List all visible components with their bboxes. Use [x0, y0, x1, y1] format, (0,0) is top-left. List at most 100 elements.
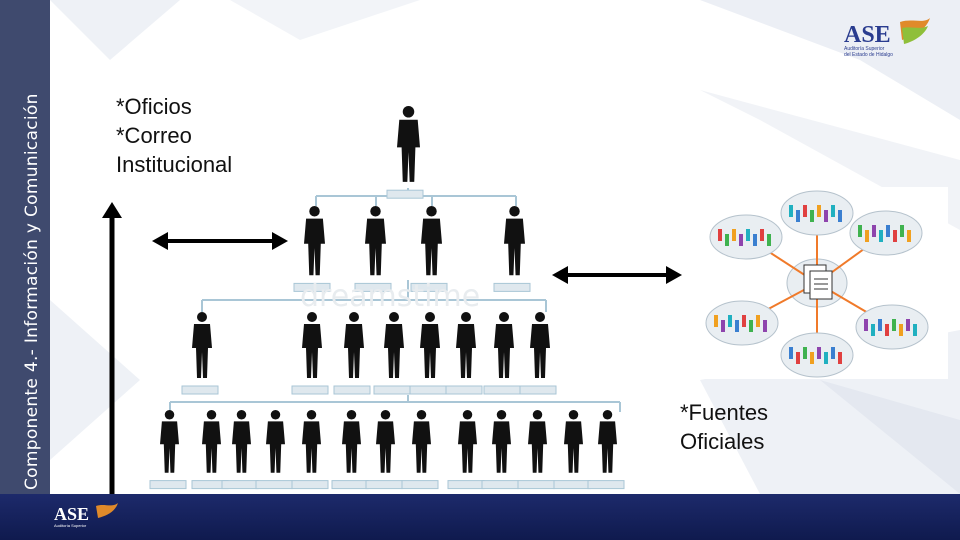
org-box [366, 481, 402, 489]
network-person [872, 225, 876, 237]
person-figure [564, 410, 583, 473]
org-box [182, 386, 218, 394]
org-box [588, 481, 624, 489]
person-figure [344, 312, 364, 378]
network-person [899, 324, 903, 336]
network-person [907, 230, 911, 242]
text-institucional: Institucional [116, 150, 232, 179]
person-figure [302, 312, 322, 378]
network-person [886, 225, 890, 237]
person-figure [266, 410, 285, 473]
logo-line2: del Estado de Hidalgo [844, 52, 893, 58]
footer-ase-logo: ASE Auditoría Superior [52, 500, 122, 530]
org-box [292, 481, 328, 489]
person-figure [304, 206, 325, 275]
watermark-text: dreamstime [300, 279, 480, 314]
network-person [756, 315, 760, 327]
network-person [789, 205, 793, 217]
person-figure [504, 206, 525, 275]
person-figure [420, 312, 440, 378]
text-oficiales: Oficiales [680, 427, 768, 456]
person-figure [302, 410, 321, 473]
org-box [402, 481, 438, 489]
network-person [824, 352, 828, 364]
network-person [735, 320, 739, 332]
person-figure [458, 410, 477, 473]
network-person [789, 347, 793, 359]
network-person [892, 319, 896, 331]
network-person [796, 352, 800, 364]
network-person [831, 205, 835, 217]
org-box [292, 386, 328, 394]
network-person [803, 347, 807, 359]
org-box [448, 481, 484, 489]
org-box [482, 481, 518, 489]
double-arrow-left-icon [150, 226, 290, 256]
person-figure [160, 410, 179, 473]
person-figure [494, 312, 514, 378]
text-correo: *Correo [116, 121, 232, 150]
network-person [796, 210, 800, 222]
org-box [520, 386, 556, 394]
network-person [864, 319, 868, 331]
network-person [725, 234, 729, 246]
person-figure [376, 410, 395, 473]
network-person [858, 225, 862, 237]
footer-bar [0, 494, 960, 540]
network-person [753, 234, 757, 246]
network-person [760, 229, 764, 241]
footer-logo-line1: Auditoría Superior [54, 523, 87, 528]
network-person [913, 324, 917, 336]
person-figure [342, 410, 361, 473]
network-person [810, 352, 814, 364]
text-oficios: *Oficios [116, 92, 232, 121]
network-figures [686, 187, 948, 379]
network-person [714, 315, 718, 327]
network-person [742, 315, 746, 327]
network-person [906, 319, 910, 331]
person-figure [232, 410, 251, 473]
org-box [374, 386, 410, 394]
network-person [749, 320, 753, 332]
network-person [878, 319, 882, 331]
person-figure [397, 106, 420, 182]
network-person [810, 210, 814, 222]
text-fuentes: *Fuentes [680, 398, 768, 427]
person-figure [421, 206, 442, 275]
org-box [256, 481, 292, 489]
org-box [410, 386, 446, 394]
right-text-block: *Fuentes Oficiales [680, 398, 768, 456]
network-person [838, 210, 842, 222]
network-person [817, 347, 821, 359]
network-person [763, 320, 767, 332]
network-person [893, 230, 897, 242]
org-box [332, 481, 368, 489]
network-person [728, 315, 732, 327]
network-person [871, 324, 875, 336]
person-figure [528, 410, 547, 473]
section-title: Componente 4.- Información y Comunicació… [22, 20, 42, 490]
footer-logo-swoosh-icon [96, 503, 118, 518]
network-person [838, 352, 842, 364]
footer-logo-mark: ASE [54, 504, 89, 524]
person-figure [365, 206, 386, 275]
network-person [817, 205, 821, 217]
network-person [721, 320, 725, 332]
person-figure [492, 410, 511, 473]
org-box [518, 481, 554, 489]
person-figure [598, 410, 617, 473]
network-person [767, 234, 771, 246]
org-box [150, 481, 186, 489]
network-person [885, 324, 889, 336]
logo-mark: ASE [844, 22, 891, 48]
network-person [900, 225, 904, 237]
person-figure [384, 312, 404, 378]
person-figure [412, 410, 431, 473]
person-figure [530, 312, 550, 378]
org-box [446, 386, 482, 394]
org-box [334, 386, 370, 394]
org-box [387, 190, 423, 198]
person-figure [456, 312, 476, 378]
network-person [879, 230, 883, 242]
person-figure [192, 312, 212, 378]
